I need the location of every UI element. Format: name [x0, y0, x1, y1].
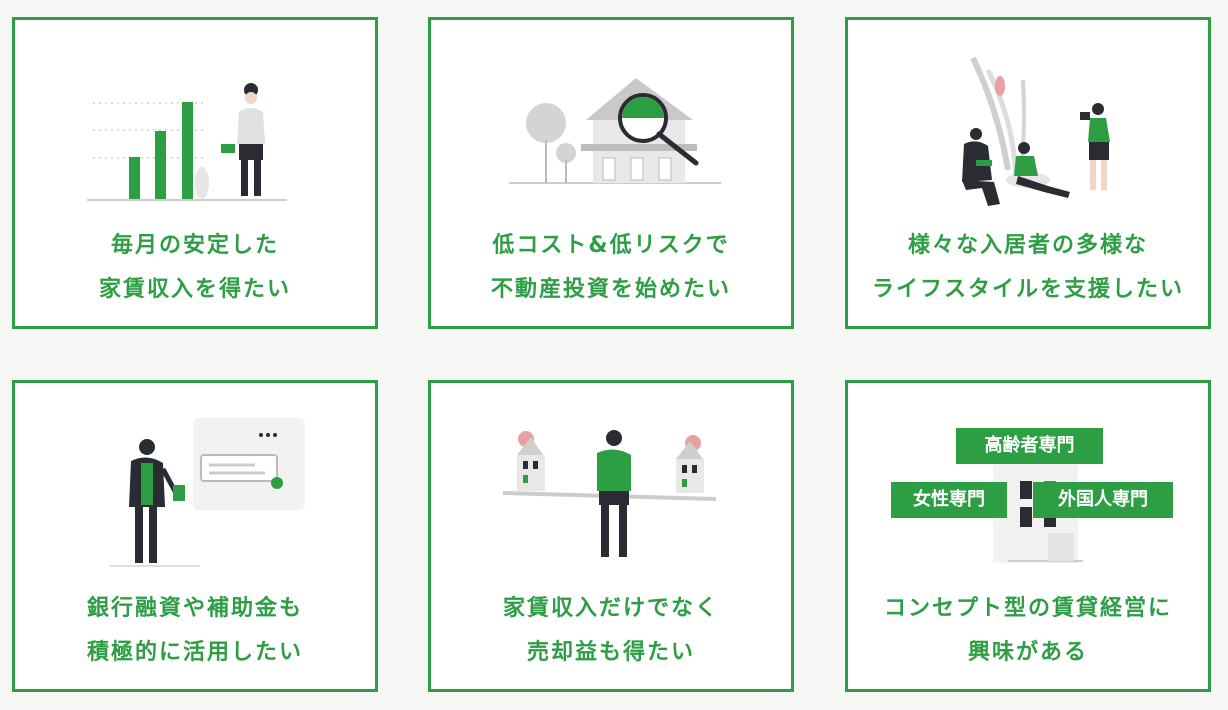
card-caption-line-1: 銀行融資や補助金も	[86, 596, 303, 621]
card-caption-line-2: 家賃収入を得たい	[98, 277, 291, 302]
card-caption-line-2: 興味がある	[967, 640, 1088, 665]
card-caption-line-2: 不動産投資を始めたい	[490, 277, 731, 302]
card-bank-loans-subsidies[interactable]: 銀行融資や補助金も 積極的に活用したい	[12, 380, 378, 692]
card-low-cost-low-risk[interactable]: 低コスト&低リスクで 不動産投資を始めたい	[428, 17, 794, 329]
card-caption-line-1: コンセプト型の賃貸経営に	[883, 596, 1172, 621]
card-concept-rental[interactable]: 高齢者専門 女性専門 外国人専門 コンセプト型の賃貸経営に 興味がある	[845, 380, 1211, 692]
card-sale-profit[interactable]: 家賃収入だけでなく 売却益も得たい	[428, 380, 794, 692]
card-caption-line-1: 毎月の安定した	[110, 233, 279, 258]
diverse-people-illustration	[962, 56, 1110, 206]
balancing-houses-illustration	[502, 430, 717, 557]
card-diverse-lifestyles[interactable]: 様々な入居者の多様な ライフスタイルを支援したい	[845, 17, 1211, 329]
card-caption-line-1: 家賃収入だけでなく	[502, 596, 719, 621]
tag-women-only: 女性専門	[891, 482, 1007, 518]
card-caption-line-2: ライフスタイルを支援したい	[871, 277, 1184, 302]
bar-chart-person-illustration	[87, 83, 287, 201]
tag-foreigners-only: 外国人専門	[1033, 482, 1173, 518]
tag-elderly-only: 高齢者専門	[956, 428, 1103, 464]
card-caption-line-2: 売却益も得たい	[526, 640, 695, 665]
card-caption-line-2: 積極的に活用したい	[86, 640, 303, 665]
card-stable-rental-income[interactable]: 毎月の安定した 家賃収入を得たい	[12, 17, 378, 329]
card-caption-line-1: 様々な入居者の多様な	[907, 233, 1148, 258]
house-magnifier-illustration	[509, 78, 721, 184]
person-money-document-illustration	[110, 418, 305, 567]
card-caption-line-1: 低コスト&低リスクで	[492, 233, 730, 258]
